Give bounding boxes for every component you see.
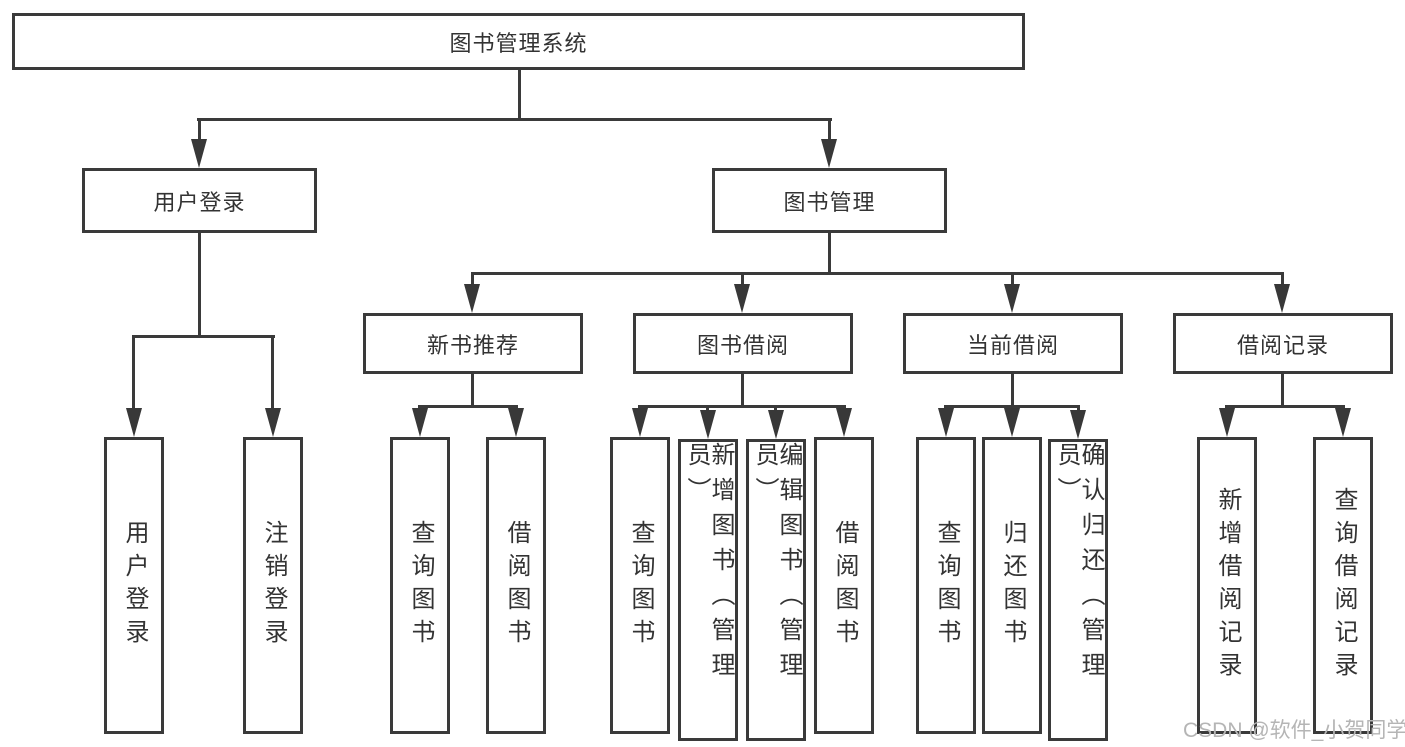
node-user-login: 用户登录 — [82, 168, 317, 233]
leaf-label: 用户登录 — [121, 519, 148, 652]
leaf-query-books-recommend: 查询图书 — [390, 437, 450, 734]
node-label: 图书管理 — [783, 189, 876, 215]
arrowhead-down-icon — [265, 408, 281, 437]
leaf-label: 新增图书（管理员） — [683, 442, 734, 687]
arrowhead-down-icon — [1335, 408, 1351, 437]
leaf-label: 查询图书 — [627, 519, 654, 652]
leaf-label: 借阅图书 — [503, 519, 530, 652]
arrowhead-down-icon — [700, 410, 716, 439]
connector-line — [638, 405, 846, 408]
node-label: 图书借阅 — [696, 332, 789, 358]
node-label: 新书推荐 — [426, 332, 519, 358]
connector-line — [828, 232, 831, 275]
node-label: 借阅记录 — [1236, 332, 1329, 358]
node-label: 图书管理系统 — [449, 30, 588, 56]
connector-line — [418, 405, 518, 408]
arrowhead-down-icon — [938, 408, 954, 437]
connector-line — [471, 272, 474, 288]
leaf-user-login: 用户登录 — [104, 437, 164, 734]
leaf-query-borrow-record: 查询借阅记录 — [1313, 437, 1373, 734]
connector-line — [1281, 272, 1284, 288]
arrowhead-down-icon — [632, 408, 648, 437]
arrowhead-down-icon — [1219, 408, 1235, 437]
connector-line — [518, 69, 521, 118]
leaf-label: 查询图书 — [407, 519, 434, 652]
leaf-return-books: 归还图书 — [982, 437, 1042, 734]
leaf-confirm-return-admin: 确认归还（管理员） — [1048, 439, 1108, 741]
connector-line — [132, 335, 135, 411]
arrowhead-down-icon — [412, 408, 428, 437]
connector-line — [1011, 373, 1014, 407]
leaf-add-books-admin: 新增图书（管理员） — [678, 439, 738, 741]
leaf-query-books-current: 查询图书 — [916, 437, 976, 734]
connector-line — [198, 118, 201, 142]
leaf-borrow-books-recommend: 借阅图书 — [486, 437, 546, 734]
arrowhead-down-icon — [836, 408, 852, 437]
node-borrowing-records: 借阅记录 — [1173, 313, 1393, 374]
leaf-label: 新增借阅记录 — [1214, 486, 1241, 685]
leaf-edit-books-admin: 编辑图书（管理员） — [746, 439, 806, 741]
leaf-label: 查询图书 — [933, 519, 960, 652]
node-current-borrowing: 当前借阅 — [903, 313, 1123, 374]
leaf-label: 归还图书 — [999, 519, 1026, 652]
arrowhead-down-icon — [734, 284, 750, 313]
node-book-borrowing: 图书借阅 — [633, 313, 853, 374]
leaf-logout: 注销登录 — [243, 437, 303, 734]
arrowhead-down-icon — [1274, 284, 1290, 313]
node-label: 用户登录 — [153, 189, 246, 215]
node-label: 当前借阅 — [966, 332, 1059, 358]
connector-line — [271, 335, 274, 411]
connector-line — [1281, 373, 1284, 407]
node-book-management: 图书管理 — [712, 168, 947, 233]
leaf-label: 确认归还（管理员） — [1053, 442, 1104, 687]
arrowhead-down-icon — [126, 408, 142, 437]
connector-line — [197, 118, 832, 121]
connector-line — [741, 373, 744, 407]
connector-line — [828, 118, 831, 142]
connector-line — [132, 335, 275, 338]
leaf-label: 借阅图书 — [831, 519, 858, 652]
arrowhead-down-icon — [464, 284, 480, 313]
leaf-label: 编辑图书（管理员） — [751, 442, 802, 687]
arrowhead-down-icon — [1004, 408, 1020, 437]
arrowhead-down-icon — [1070, 410, 1086, 439]
connector-line — [471, 272, 1284, 275]
arrowhead-down-icon — [768, 410, 784, 439]
leaf-query-books-borrowing: 查询图书 — [610, 437, 670, 734]
connector-line — [471, 373, 474, 407]
arrowhead-down-icon — [821, 139, 837, 168]
leaf-add-borrow-record: 新增借阅记录 — [1197, 437, 1257, 734]
node-library-management-system: 图书管理系统 — [12, 13, 1025, 70]
leaf-label: 注销登录 — [260, 519, 287, 652]
leaf-borrow-books: 借阅图书 — [814, 437, 874, 734]
connector-line — [741, 272, 744, 288]
node-new-book-recommendation: 新书推荐 — [363, 313, 583, 374]
arrowhead-down-icon — [1004, 284, 1020, 313]
arrowhead-down-icon — [508, 408, 524, 437]
arrowhead-down-icon — [191, 139, 207, 168]
csdn-watermark: CSDN @软件_小贺同学 — [1183, 719, 1405, 742]
leaf-label: 查询借阅记录 — [1330, 486, 1357, 685]
connector-line — [1225, 405, 1345, 408]
connector-line — [198, 232, 201, 337]
connector-line — [1011, 272, 1014, 288]
